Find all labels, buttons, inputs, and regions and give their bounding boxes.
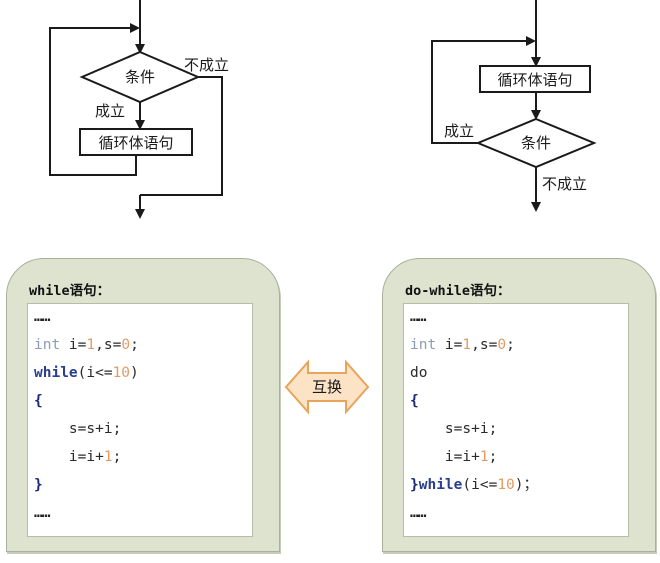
while-card-title: while语句： [29,283,111,299]
swap-label: 互换 [312,378,342,396]
while-body-label: 循环体语句 [98,134,173,152]
do-while-yes-label: 成立 [444,122,474,140]
while-yes-label: 成立 [95,102,125,120]
flowcharts: 条件 成立 循环体语句 不成立 循环体语句 条件 成立 不成立 [49,0,597,219]
while-code-card: while语句： …… int i=1,s=0; while(i<=10) { … [6,258,280,552]
do-while-flowchart: 循环体语句 条件 成立 不成立 [431,0,597,212]
while-code-block: …… int i=1,s=0; while(i<=10) { s=s+i; i=… [27,303,253,537]
code-line: { [34,393,43,409]
code-line: s=s+i; [410,421,498,437]
do-while-code-card: do-while语句： …… int i=1,s=0; do { s=s+i; … [382,258,656,552]
code-line: do [410,365,428,381]
code-line: { [410,393,419,409]
code-line: int i=1,s=0; [34,337,139,353]
swap-arrow: 互换 [284,359,370,415]
while-body-box [79,128,193,156]
do-while-card-title: do-while语句： [405,283,511,299]
code-line: s=s+i; [34,421,122,437]
code-line: …… [410,309,427,325]
do-while-condition-label: 条件 [521,134,551,152]
code-line: …… [34,309,51,325]
do-while-code-block: …… int i=1,s=0; do { s=s+i; i=i+1; }whil… [403,303,629,537]
while-flowchart: 条件 成立 循环体语句 不成立 [49,0,229,219]
do-while-body-box [479,65,591,93]
code-line: …… [410,505,427,521]
code-line: while(i<=10) [34,365,139,381]
do-while-no-label: 不成立 [542,175,587,193]
code-line: } [34,477,43,493]
code-line: …… [34,505,51,521]
code-line: i=i+1; [410,449,498,465]
code-line: i=i+1; [34,449,122,465]
while-condition-label: 条件 [125,68,155,86]
code-line: }while(i<=10)； [410,477,539,493]
while-no-label: 不成立 [184,56,229,74]
do-while-body-label: 循环体语句 [497,71,572,89]
code-line: int i=1,s=0; [410,337,515,353]
